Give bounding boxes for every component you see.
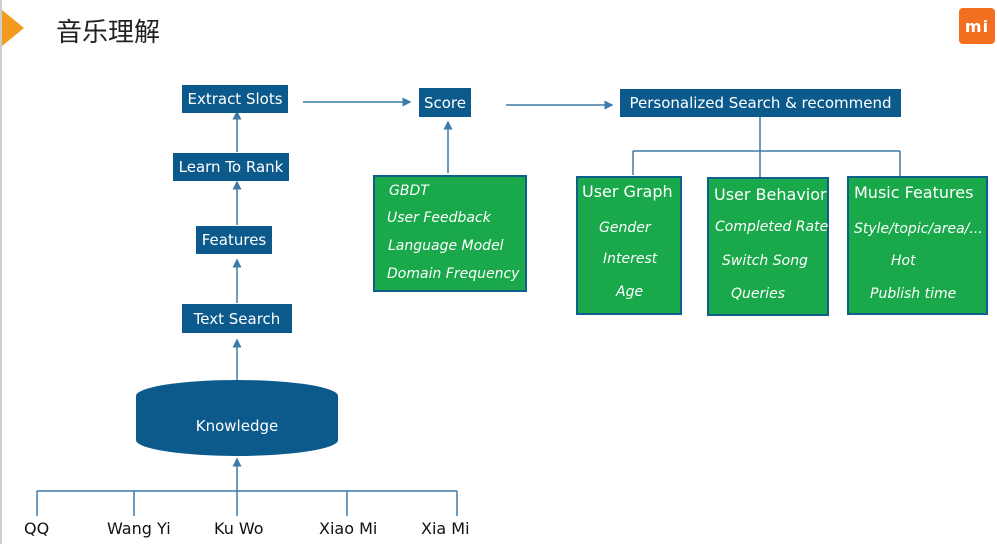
knowledge-cylinder bbox=[136, 380, 338, 456]
page-title: 音乐理解 bbox=[56, 18, 161, 48]
left-border bbox=[0, 0, 2, 544]
source-ku-wo: Ku Wo bbox=[214, 519, 264, 538]
source-xiao-mi: Xiao Mi bbox=[319, 519, 378, 538]
source-wang-yi: Wang Yi bbox=[107, 519, 171, 538]
user-behavior-queries: Queries bbox=[731, 286, 786, 302]
features-box: Features bbox=[196, 226, 272, 254]
user-graph-age: Age bbox=[616, 284, 644, 300]
knowledge-label: Knowledge bbox=[195, 417, 279, 435]
source-qq: QQ bbox=[24, 519, 50, 538]
source-xia-mi: Xia Mi bbox=[421, 519, 470, 538]
score-input-gbdt: GBDT bbox=[389, 183, 429, 199]
music-features-publish-time: Publish time bbox=[870, 286, 957, 302]
extract-slots-box: Extract Slots bbox=[182, 85, 288, 113]
music-features-hot: Hot bbox=[891, 253, 916, 269]
user-graph-gender: Gender bbox=[599, 220, 651, 236]
score-input-feedback: User Feedback bbox=[387, 210, 491, 226]
user-behavior-box: User Behavior Completed Rate Switch Song… bbox=[707, 177, 829, 316]
score-box: Score bbox=[419, 88, 471, 117]
music-features-title: Music Features bbox=[854, 183, 974, 202]
user-behavior-switch-song: Switch Song bbox=[722, 253, 808, 269]
user-graph-box: User Graph Gender Interest Age bbox=[576, 176, 682, 315]
personalized-box: Personalized Search & recommend bbox=[620, 89, 901, 117]
user-graph-interest: Interest bbox=[603, 251, 658, 267]
text-search-box: Text Search bbox=[182, 304, 292, 333]
logo-text: mi bbox=[964, 16, 990, 36]
music-features-style: Style/topic/area/... bbox=[854, 221, 983, 237]
user-behavior-completed-rate: Completed Rate bbox=[715, 219, 829, 235]
user-behavior-title: User Behavior bbox=[714, 185, 827, 204]
score-input-language-model: Language Model bbox=[388, 238, 504, 254]
learn-to-rank-box: Learn To Rank bbox=[173, 153, 289, 181]
user-graph-title: User Graph bbox=[582, 182, 673, 201]
score-inputs-box: GBDT User Feedback Language Model Domain… bbox=[373, 175, 527, 292]
header-arrow-icon bbox=[2, 10, 24, 46]
score-input-domain-frequency: Domain Frequency bbox=[387, 266, 520, 282]
mi-logo-icon: mi bbox=[959, 8, 995, 44]
music-features-box: Music Features Style/topic/area/... Hot … bbox=[847, 176, 988, 315]
